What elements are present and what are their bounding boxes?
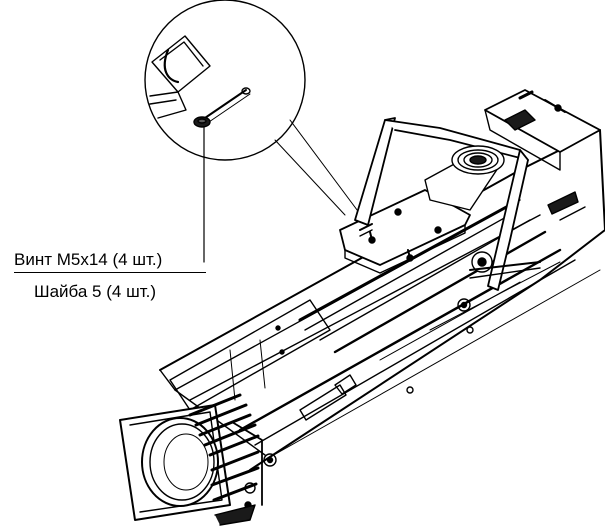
detail-magnifier-circle — [144, 0, 306, 161]
rear-housing — [424, 89, 601, 211]
fixture-body — [159, 129, 605, 471]
screw-label: Винт M5x14 (4 шт.) — [14, 250, 163, 269]
washer-label: Шайба 5 (4 шт.) — [34, 282, 156, 301]
label-divider-line — [14, 272, 206, 274]
mounting-plate — [339, 189, 471, 274]
lens-assembly — [119, 393, 263, 526]
